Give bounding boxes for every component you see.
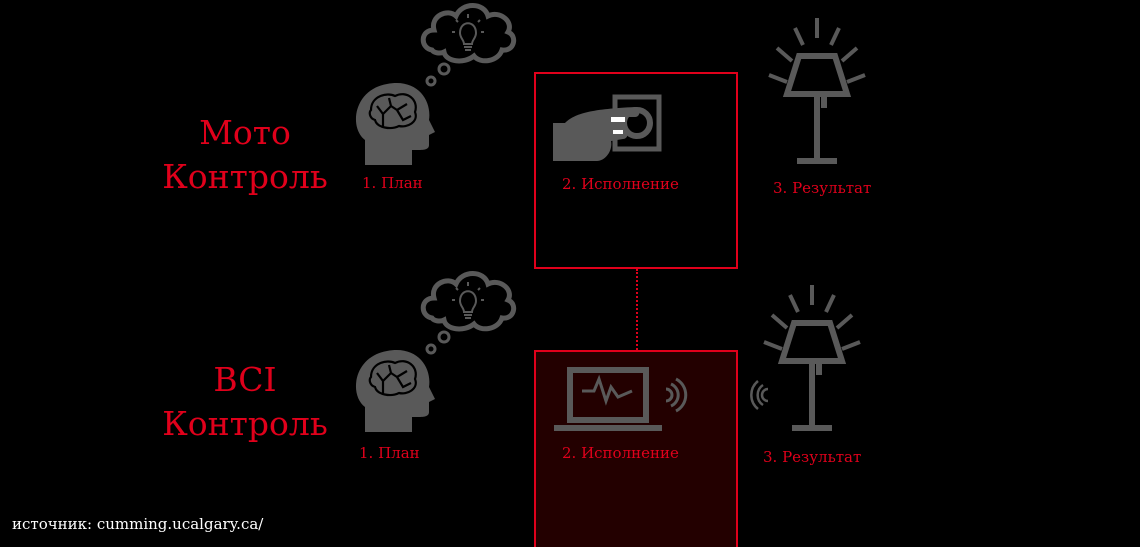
plan-label: 1. План xyxy=(362,174,423,192)
head-brain-icon xyxy=(354,81,437,167)
title-line: Контроль xyxy=(162,404,328,443)
title-line: Мото xyxy=(199,113,291,152)
execution-box-moto xyxy=(534,72,738,269)
lamp-lit-icon xyxy=(775,18,863,166)
bci-control-title: BCI Контроль xyxy=(145,358,345,446)
source-caption: источник: cumming.ucalgary.ca/ xyxy=(12,515,264,533)
laptop-signal-icon xyxy=(554,367,688,431)
plan-label: 1. План xyxy=(359,444,420,462)
thought-cloud-lightbulb-icon xyxy=(420,0,516,66)
moto-control-title: Мото Контроль xyxy=(145,111,345,199)
lamp-lit-icon xyxy=(770,285,858,433)
thought-bubbles-icon xyxy=(425,62,451,87)
thought-cloud-lightbulb-icon xyxy=(420,268,516,334)
execution-label: 2. Исполнение xyxy=(562,175,679,193)
signal-receive-icon xyxy=(750,380,769,410)
title-line: Контроль xyxy=(162,157,328,196)
result-label: 3. Результат xyxy=(773,179,872,197)
dotted-connector xyxy=(636,269,638,350)
hand-pressing-switch-icon xyxy=(553,94,662,161)
execution-label: 2. Исполнение xyxy=(562,444,679,462)
head-brain-icon xyxy=(354,348,437,434)
execution-box-bci xyxy=(534,350,738,547)
thought-bubbles-icon xyxy=(425,330,451,355)
title-line: BCI xyxy=(213,360,277,399)
result-label: 3. Результат xyxy=(763,448,862,466)
